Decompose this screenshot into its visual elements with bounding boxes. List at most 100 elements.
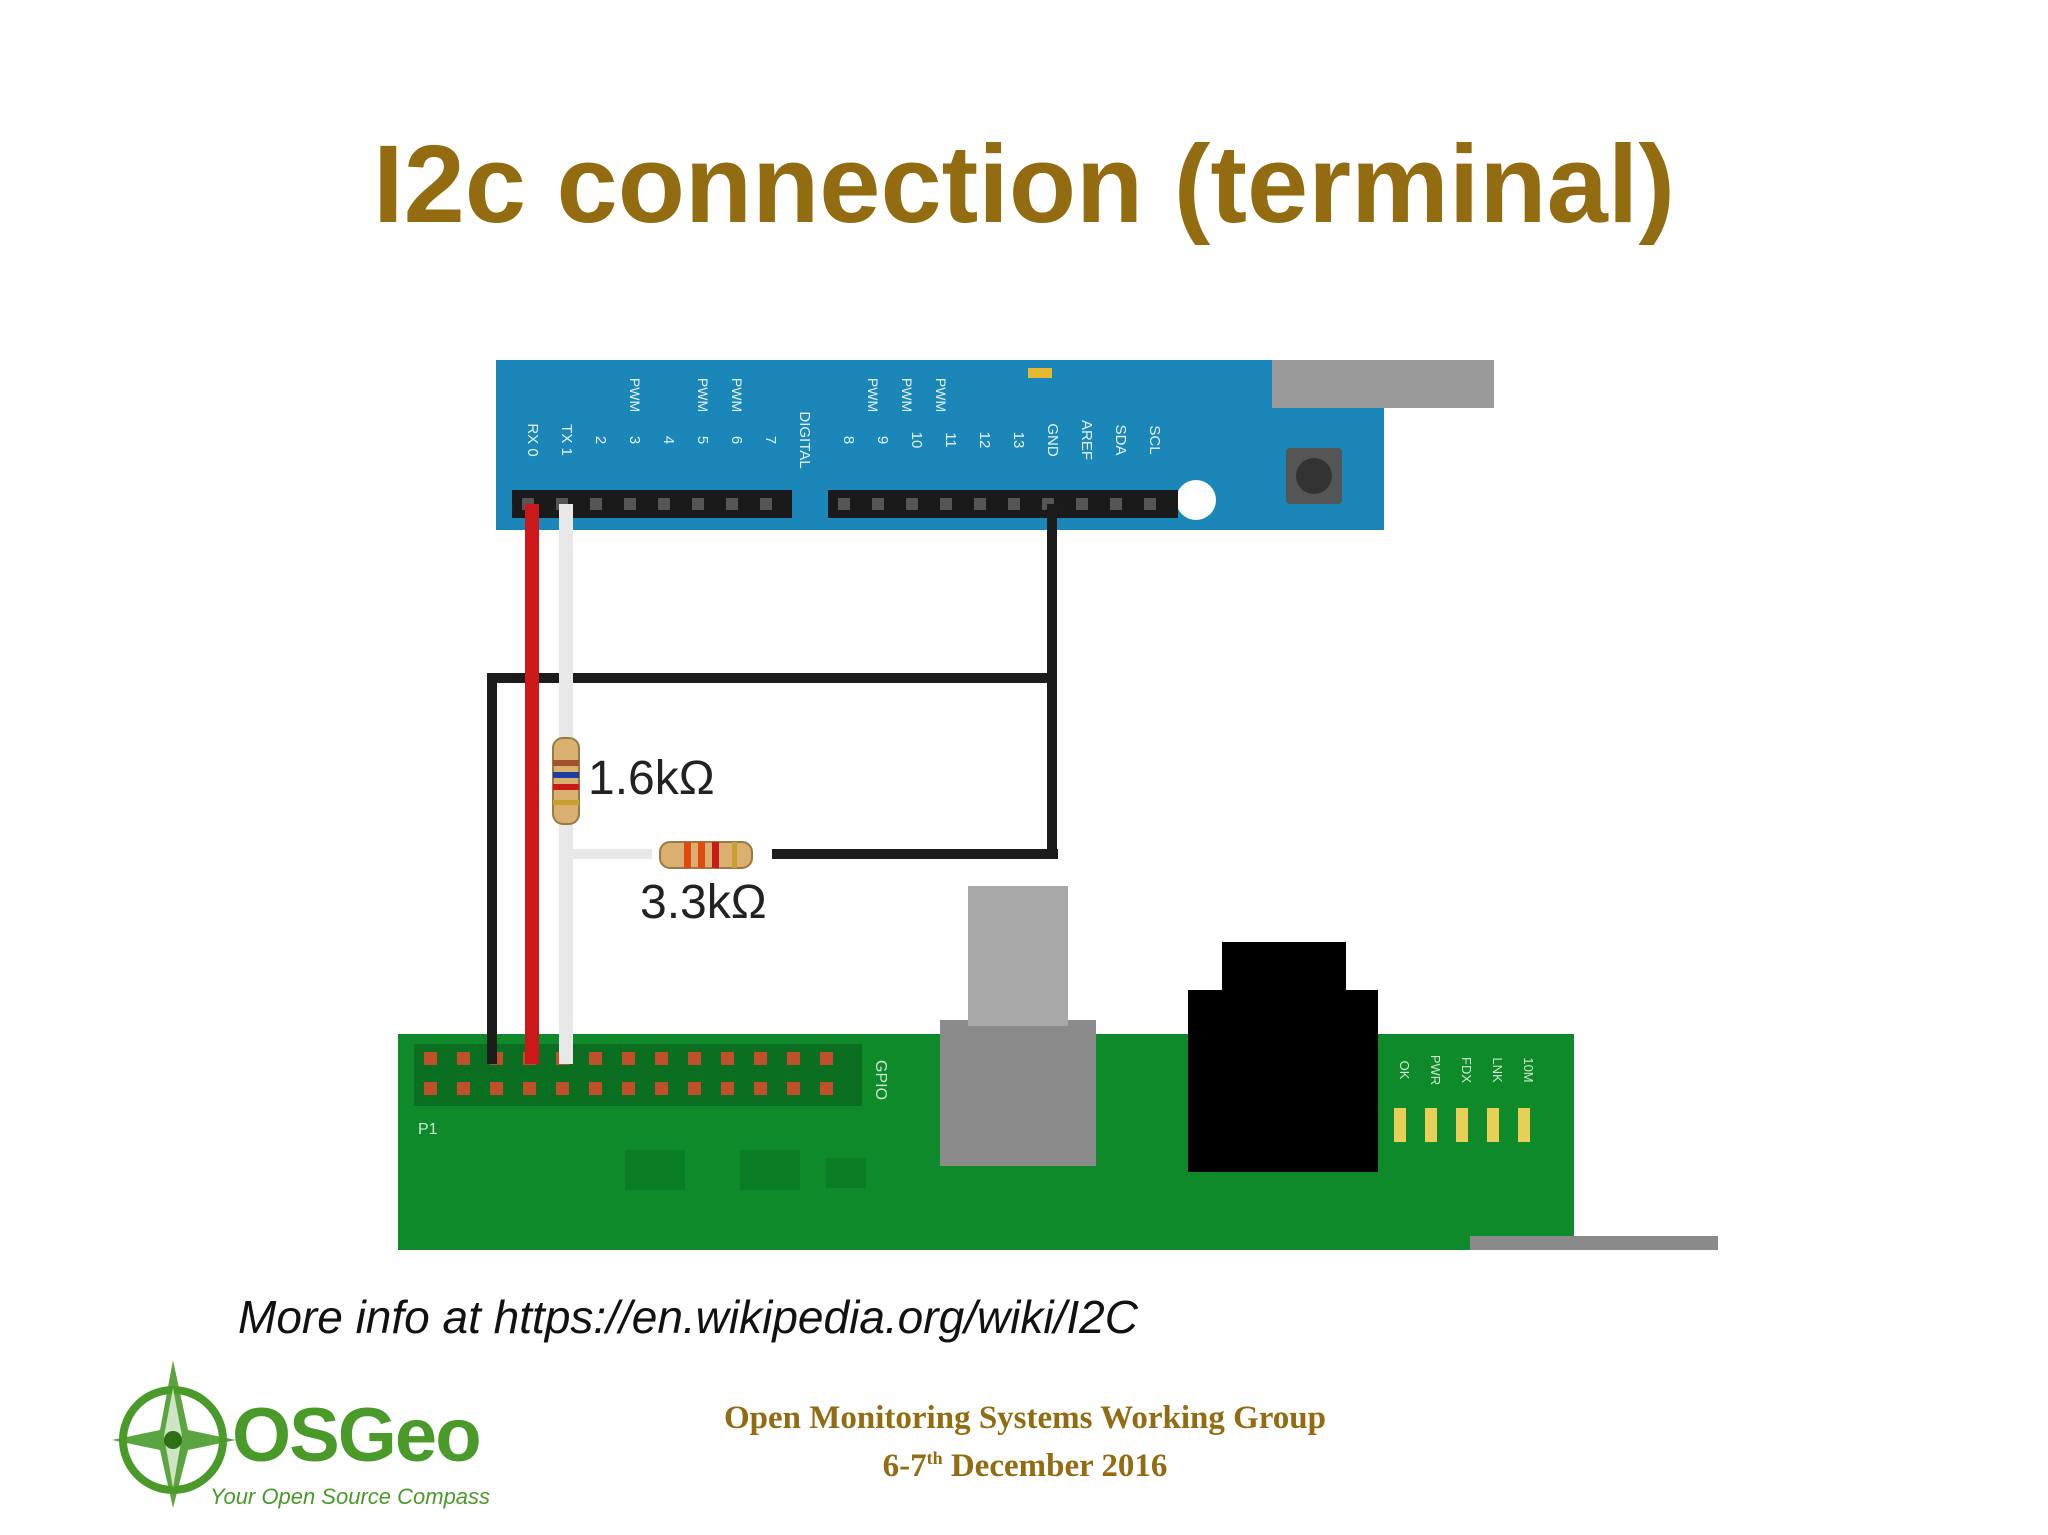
arduino-pin-label: DIGITAL [796, 411, 813, 468]
arduino-pin-label: 5 [694, 436, 711, 444]
arduino-pin-label: 9 [874, 436, 891, 444]
arduino-pin [760, 498, 772, 510]
pi-gpio-pin [622, 1052, 635, 1065]
arduino-pin [624, 498, 636, 510]
arduino-pin-label: GND [1044, 423, 1061, 457]
pi-gpio-pin [688, 1052, 701, 1065]
pi-gpio-header [414, 1044, 862, 1106]
footer-date-days: 6-7 [882, 1448, 927, 1484]
pi-gpio-label: GPIO [872, 1060, 889, 1100]
pi-led-label: LNK [1490, 1057, 1505, 1083]
info-link-text: More info at https://en.wikipedia.org/wi… [238, 1291, 1138, 1343]
pi-gpio-pin [820, 1082, 833, 1095]
arduino-pin [974, 498, 986, 510]
arduino-pin [1008, 498, 1020, 510]
arduino-pin [1110, 498, 1122, 510]
arduino-header-left [512, 490, 792, 518]
pi-gpio-pin [424, 1082, 437, 1095]
arduino-pin-label: 10 [908, 432, 925, 449]
pwm-label: PWM [933, 378, 949, 412]
pi-gpio-pin [655, 1082, 668, 1095]
wires [487, 504, 1058, 1064]
arduino-pin [590, 498, 602, 510]
resistor-2-label: 3.3kΩ [640, 876, 767, 929]
wire-gnd [487, 504, 1057, 1064]
pi-gpio-pin [655, 1052, 668, 1065]
pi-gpio-pin [721, 1082, 734, 1095]
arduino-pin-label: 4 [660, 436, 677, 444]
arduino-pin [872, 498, 884, 510]
footer-event: Open Monitoring Systems Working Group 6-… [700, 1398, 1350, 1486]
arduino-pin [692, 498, 704, 510]
raspberry-pi-board [398, 886, 1718, 1250]
arduino-pwm-labels: PWM PWM PWM PWM PWM PWM [627, 378, 949, 412]
arduino-pin-label: AREF [1078, 420, 1095, 460]
arduino-pin [906, 498, 918, 510]
pi-led-label: FDX [1459, 1057, 1474, 1083]
pwm-label: PWM [627, 378, 643, 412]
resistor-3-3k [659, 841, 753, 869]
pi-gpio-pin [721, 1052, 734, 1065]
arduino-pin-label: 3 [626, 436, 643, 444]
led-l [1028, 368, 1052, 378]
pi-gpio-pin [556, 1082, 569, 1095]
arduino-pin-labels-left: RX 0 TX 1 2 3 4 5 6 7 DIGITAL [524, 411, 813, 468]
arduino-pin [838, 498, 850, 510]
pi-led-label: PWR [1428, 1055, 1443, 1085]
pi-gpio-pin [622, 1082, 635, 1095]
pi-gpio-pin [589, 1082, 602, 1095]
osgeo-logo-text: OSGeo [232, 1393, 482, 1478]
pwm-label: PWM [695, 378, 711, 412]
mounting-hole [1176, 480, 1216, 520]
arduino-pin-label: 6 [728, 436, 745, 444]
pi-gpio-pin [754, 1082, 767, 1095]
arduino-pin [726, 498, 738, 510]
pi-gpio-pin [424, 1052, 437, 1065]
arduino-pin-labels-right: 8 9 10 11 12 13 GND AREF SDA SCL [840, 420, 1163, 460]
pi-gpio-pin [787, 1082, 800, 1095]
arduino-pin [1076, 498, 1088, 510]
usb-connector [1272, 360, 1494, 408]
pi-led [1425, 1108, 1437, 1142]
pi-gpio-pin [688, 1082, 701, 1095]
arduino-pin-label: 7 [762, 436, 779, 444]
pwm-label: PWM [899, 378, 915, 412]
pi-header-label: P1 [418, 1121, 438, 1138]
pi-led-label: 10M [1521, 1057, 1536, 1082]
pi-gpio-pin [754, 1052, 767, 1065]
pi-led [1518, 1108, 1530, 1142]
arduino-pin-label: 2 [592, 436, 609, 444]
arduino-pin-label: SCL [1146, 425, 1163, 454]
footer-date-month: December 2016 [942, 1448, 1168, 1484]
pwm-label: PWM [729, 378, 745, 412]
resistor-1-label: 1.6kΩ [588, 752, 715, 805]
arduino-pin-label: SDA [1112, 425, 1129, 456]
slide-title: I2c connection (terminal) [373, 123, 1675, 246]
footer-group-name: Open Monitoring Systems Working Group [723, 1400, 1327, 1436]
resistor-1-6k [552, 737, 580, 825]
hdmi-connector [940, 1020, 1096, 1166]
pi-gpio-pin [457, 1052, 470, 1065]
arduino-pin-label: 8 [840, 436, 857, 444]
arduino-pin-label: 11 [942, 432, 959, 448]
arduino-pin [940, 498, 952, 510]
pi-gpio-pin [523, 1082, 536, 1095]
audio-jack [1188, 990, 1378, 1172]
pwm-label: PWM [865, 378, 881, 412]
pi-gpio-pin [589, 1052, 602, 1065]
osgeo-tagline: Your Open Source Compass [210, 1484, 491, 1509]
arduino-pin-label: TX 1 [558, 424, 575, 456]
arduino-pin-label: 12 [976, 432, 993, 449]
pi-led [1456, 1108, 1468, 1142]
pi-gpio-pin [820, 1052, 833, 1065]
pi-gpio-pin [787, 1052, 800, 1065]
arduino-pin [1144, 498, 1156, 510]
footer-date: 6-7th December 2016 [700, 1438, 1350, 1486]
arduino-pin-label: 13 [1010, 432, 1027, 449]
arduino-pin [658, 498, 670, 510]
footer-date-suffix: th [926, 1448, 943, 1468]
arduino-pin-label: RX 0 [524, 423, 541, 456]
pi-gpio-pin [457, 1082, 470, 1095]
